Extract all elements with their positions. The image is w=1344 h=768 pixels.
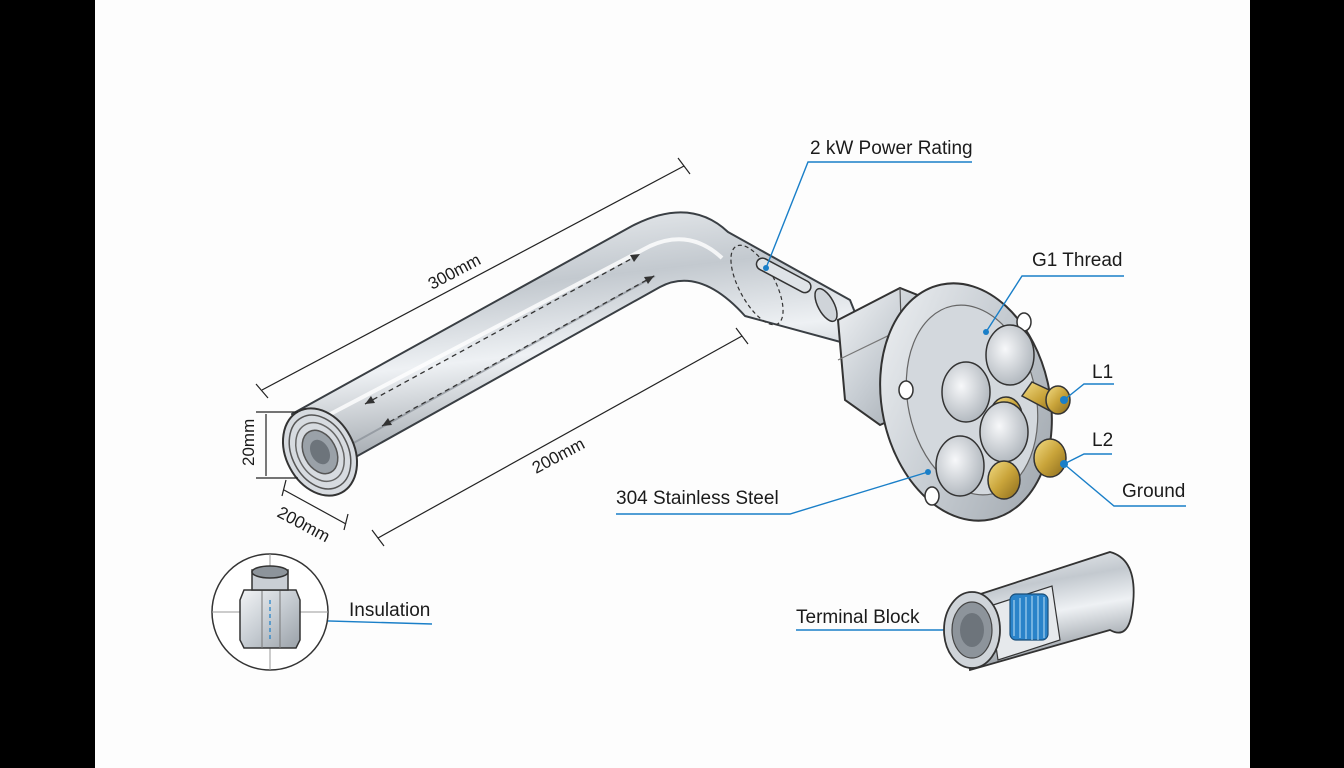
bolt-hole (898, 380, 914, 400)
terminal-block-detail (943, 551, 1135, 672)
dimension-label-300: 300mm (425, 250, 484, 293)
callout-g1-thread: G1 Thread (1032, 250, 1122, 271)
heater-tube (291, 211, 871, 479)
callout-terminal-block: Terminal Block (796, 607, 920, 628)
dimension-200-end (281, 479, 349, 531)
terminal-post-l1 (985, 324, 1071, 415)
insulation-detail (211, 553, 329, 671)
dimension-20 (256, 411, 298, 479)
dimension-label-200-bottom: 200mm (529, 434, 588, 477)
dimension-300 (255, 157, 691, 399)
callout-material: 304 Stainless Steel (616, 488, 779, 509)
bolt-hole (924, 486, 940, 506)
callout-power-rating: 2 kW Power Rating (810, 138, 973, 159)
dimension-label-200-end: 200mm (274, 503, 333, 546)
terminal-post-l2 (979, 401, 1068, 478)
letterbox-right (1250, 0, 1344, 768)
dimension-label-20: 20mm (239, 419, 258, 466)
terminal-post-ground (935, 435, 1021, 500)
dimension-200-bottom (371, 327, 749, 547)
threaded-end (282, 407, 358, 497)
letterbox-left (0, 0, 95, 768)
callout-insulation: Insulation (349, 600, 430, 621)
callout-ground: Ground (1122, 481, 1185, 502)
leader-lines (295, 161, 1186, 631)
callout-l1: L1 (1092, 362, 1113, 383)
callout-l2: L2 (1092, 430, 1113, 451)
